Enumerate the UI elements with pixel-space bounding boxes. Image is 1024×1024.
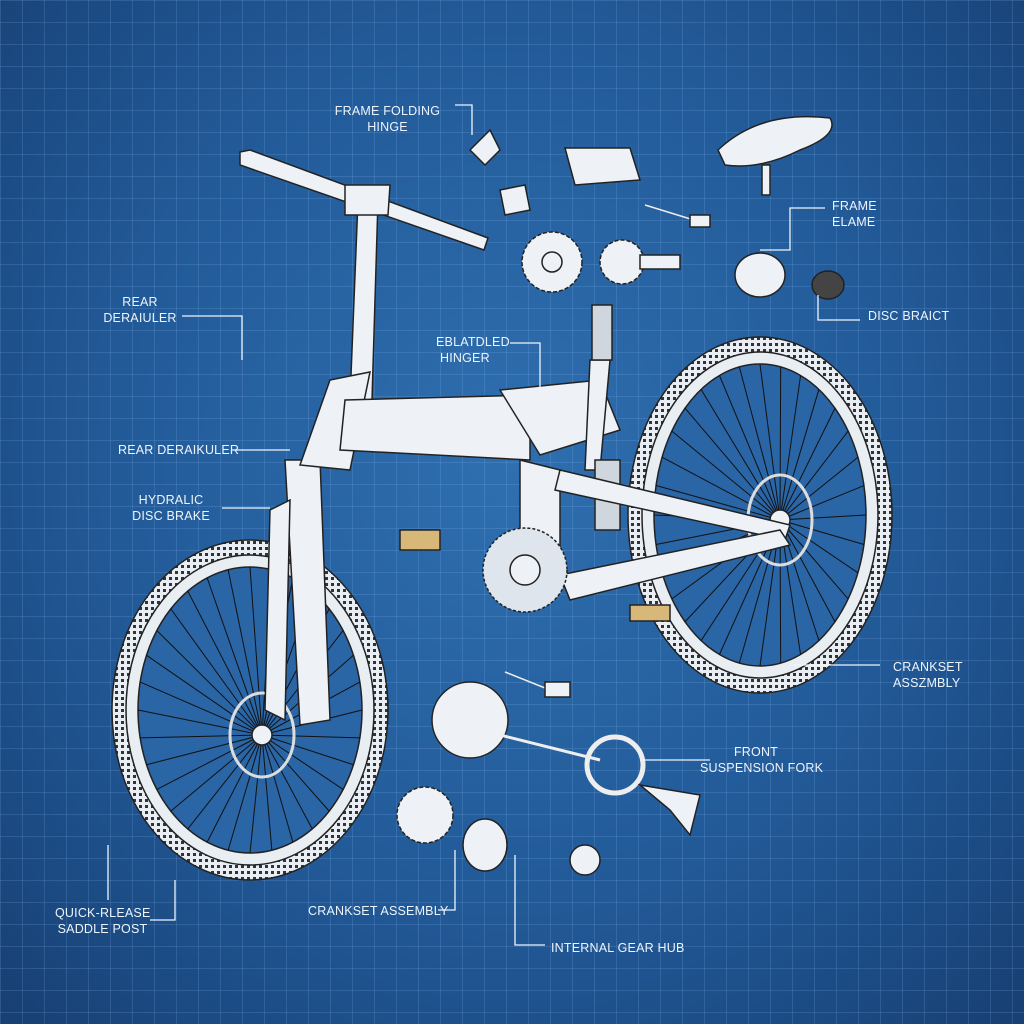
label-line: DISC BRAICT (868, 309, 950, 323)
label-front-suspension-fork: FRONT SUSPENSION FORK (700, 744, 824, 776)
spoke (779, 408, 836, 521)
spoke (779, 366, 782, 521)
spoke (261, 734, 294, 843)
spoke (137, 709, 263, 736)
label-line: DERAIULER (103, 311, 177, 325)
spoke (779, 430, 849, 521)
label-hydraulic-disc-brake: HYDRALIC DISC BRAKE (132, 492, 210, 524)
spoke (249, 566, 263, 736)
spoke (779, 519, 859, 574)
spoke (738, 366, 781, 521)
label-line: ASSZMBLY (893, 676, 961, 690)
spoke (261, 734, 354, 766)
label-line: HINGER (440, 351, 490, 365)
spoke (206, 577, 263, 736)
label-line: CRANKSET (893, 660, 963, 674)
label-line: FRAME (832, 199, 877, 213)
front-wheel (111, 539, 389, 881)
spoke (140, 734, 263, 739)
spoke (655, 485, 781, 521)
spoke (139, 681, 263, 736)
spoke (206, 734, 263, 843)
spoke (227, 569, 263, 736)
spoke (779, 519, 865, 545)
spoke (261, 734, 330, 812)
spoke (156, 734, 263, 790)
spoke (187, 734, 263, 830)
spoke (779, 519, 836, 623)
label-crankset-assembly-right: CRANKSET ASSZMBLY (893, 659, 963, 691)
spoke (779, 514, 867, 521)
spoke (261, 734, 344, 790)
label-line: DISC BRAKE (132, 509, 210, 523)
label-disc-bract: DISC BRAICT (868, 308, 949, 324)
label-line: REAR (122, 295, 158, 309)
spoke (671, 430, 781, 521)
leader-lines (107, 104, 880, 946)
label-line: HYDRALIC (138, 493, 204, 507)
spoke (718, 375, 781, 521)
spoke (779, 519, 849, 600)
spoke (146, 654, 263, 736)
label-eblatdeed-hinger: EBLATDLED HINGER (436, 334, 510, 366)
spoke (156, 630, 263, 736)
label-rear-derailleur-mid: REAR DERAIKULER (118, 442, 239, 458)
label-quick-release-saddle-post: QUICK-RLEASE SADDLE POST (55, 905, 150, 937)
label-frame-folding-hinge: FRAME FOLDING HINGE (330, 103, 445, 135)
spoke (779, 485, 865, 521)
label-rear-derailleur-top: REAR DERAIULER (98, 294, 182, 326)
label-line: QUICK-RLEASE (55, 906, 151, 920)
spoke (779, 456, 859, 521)
spoke (261, 734, 313, 830)
label-line: REAR DERAIKULER (118, 443, 240, 457)
spoke (261, 734, 360, 739)
spoke (779, 375, 802, 521)
spoke (146, 734, 263, 766)
spoke (170, 608, 263, 736)
label-line: INTERNAL GEAR HUB (551, 941, 685, 955)
label-line: FRONT (733, 745, 779, 759)
label-frame-elame: FRAME ELAME (832, 198, 877, 230)
spoke (261, 734, 273, 851)
label-line: ELAME (832, 215, 876, 229)
label-internal-gear-hub: INTERNAL GEAR HUB (551, 940, 685, 956)
rear-wheel (627, 336, 893, 694)
label-crankset-assembly-bottom: CRANKSET ASSEMBLY (308, 903, 449, 919)
spoke (661, 456, 781, 521)
spoke (170, 734, 263, 812)
label-line: EBLATDLED (436, 335, 510, 349)
spoke (700, 389, 781, 521)
label-line: SUSPENSION FORK (700, 761, 824, 775)
spoke (249, 734, 263, 854)
label-line: HINGE (367, 120, 408, 134)
spoke (759, 363, 781, 521)
spoke (684, 407, 781, 521)
spoke (187, 590, 263, 736)
label-line: SADDLE POST (57, 922, 148, 936)
spoke (227, 734, 263, 851)
spoke (779, 389, 820, 521)
label-line: FRAME FOLDING (334, 104, 441, 118)
label-line: CRANKSET ASSEMBLY (308, 904, 449, 918)
